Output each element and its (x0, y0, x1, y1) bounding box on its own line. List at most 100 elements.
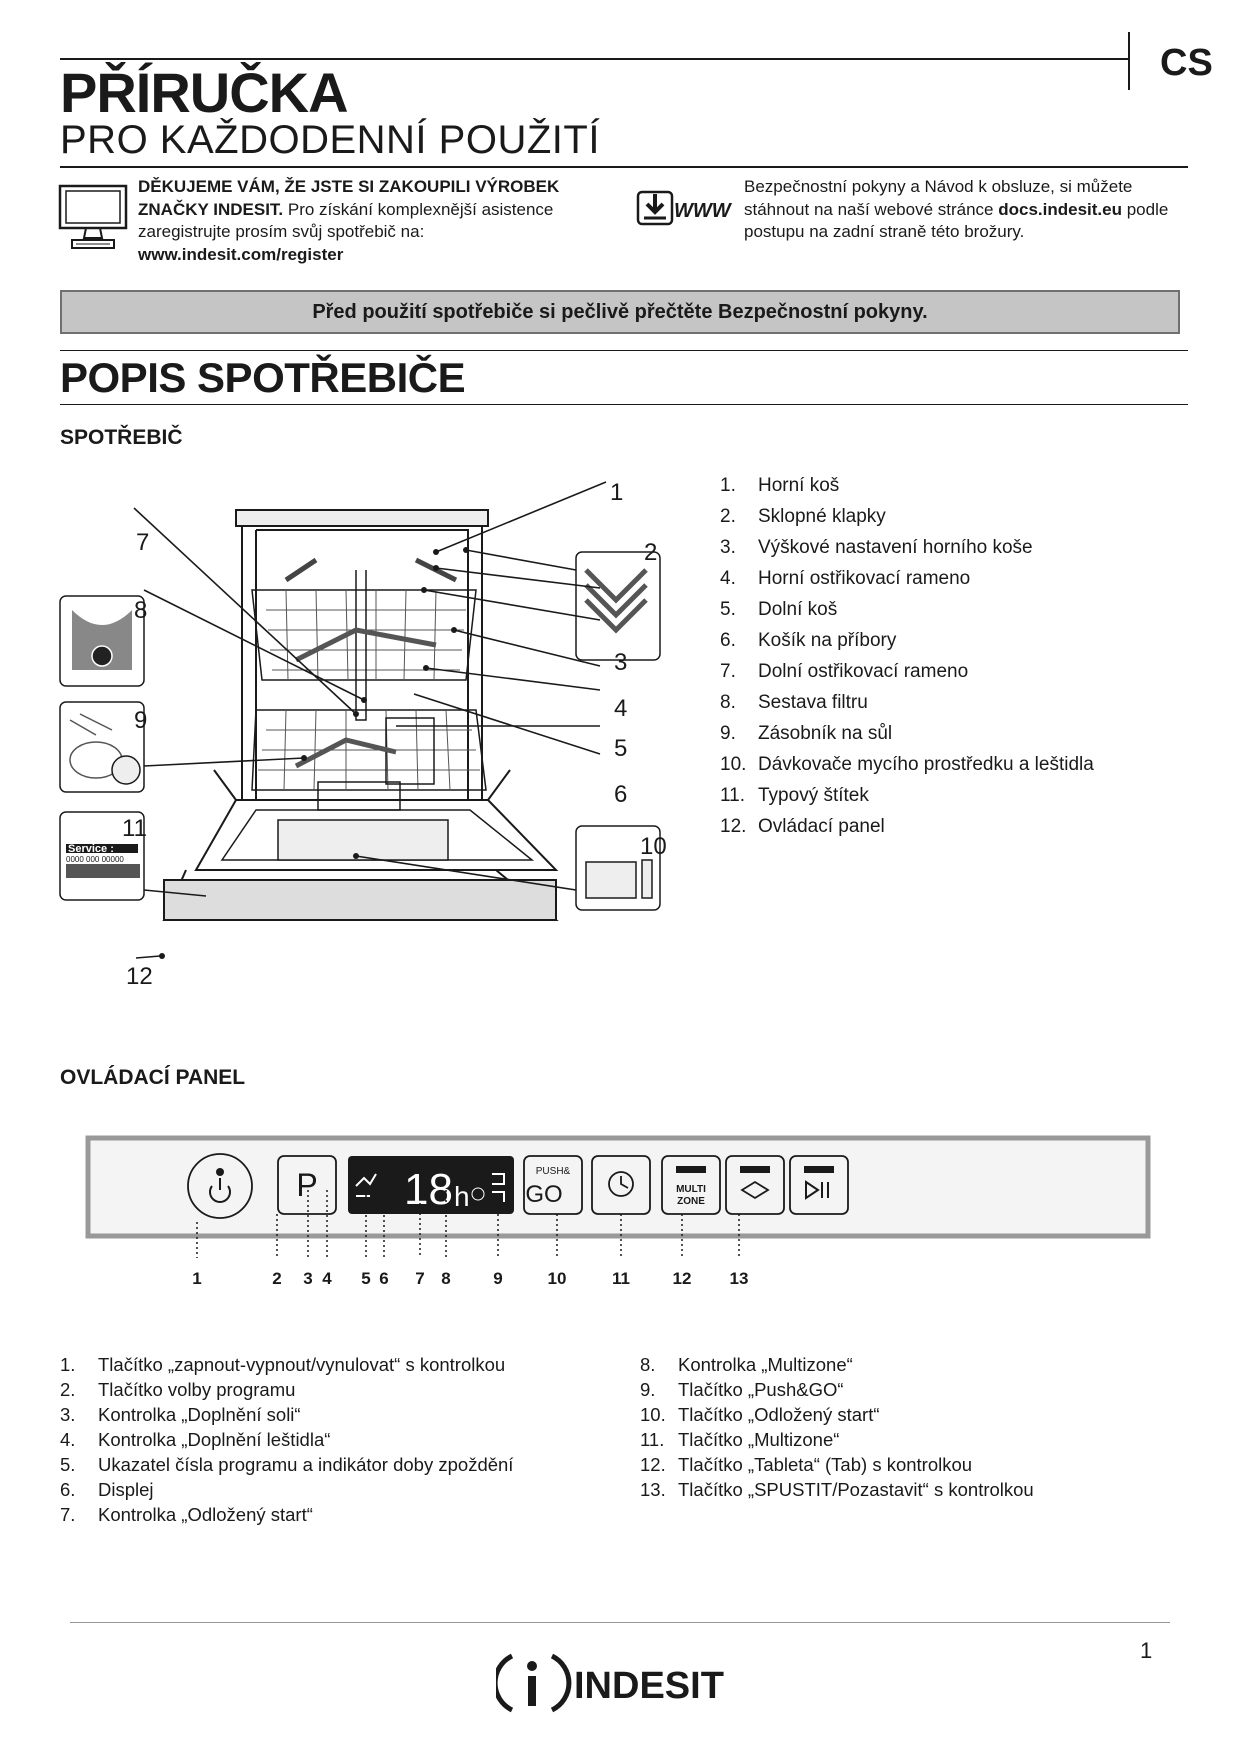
panel-callout-11: 11 (612, 1269, 630, 1288)
appliance-part-item-number: 12. (720, 816, 747, 837)
appliance-part-item: 5. Dolní koš (720, 594, 1180, 625)
appliance-part-item-text: Ovládací panel (758, 816, 885, 837)
panel-item: 13. Tlačítko „SPUSTIT/Pozastavit“ s kontr… (640, 1477, 1200, 1502)
panel-item-number: 7. (60, 1504, 76, 1525)
title-rule (60, 166, 1188, 168)
panel-item-text: Kontrolka „Doplnění soli“ (98, 1404, 301, 1425)
panel-callout-8: 8 (441, 1269, 450, 1288)
docs-link[interactable]: docs.indesit.eu (998, 199, 1122, 219)
thanks-text: DĚKUJEME VÁM, ŽE JSTE SI ZAKOUPILI VÝROB… (138, 176, 608, 266)
register-link[interactable]: www.indesit.com/register (138, 244, 344, 264)
thanks-bold: DĚKUJEME VÁM, ŽE JSTE SI ZAKOUPILI VÝROB… (138, 177, 560, 219)
appliance-part-item: 3. Výškové nastavení horního koše (720, 532, 1180, 563)
panel-item-text: Kontrolka „Odložený start“ (98, 1504, 313, 1525)
www-label: WWW (674, 200, 733, 222)
panel-item-number: 3. (60, 1404, 76, 1425)
thanks-body: Pro získání komplexnější asistence zareg… (138, 199, 554, 242)
appliance-part-item-text: Sklopné klapky (758, 506, 886, 527)
callout-6: 6 (614, 781, 627, 808)
callout-10: 10 (640, 833, 667, 860)
service-label: Service : (68, 843, 114, 855)
panel-callout-7: 7 (415, 1269, 424, 1288)
appliance-part-item: 6.Košík na příbory (720, 625, 1180, 656)
appliance-part-item-number: 5. (720, 599, 736, 620)
callout-11: 11 (122, 815, 147, 842)
appliance-part-item: 7.Dolní ostřikovací rameno (720, 656, 1180, 687)
callout-9: 9 (134, 707, 147, 734)
panel-item-text: Tlačítko „SPUSTIT/Pozastavit“ s kontrolk… (678, 1479, 1034, 1500)
display-digits: 18 (404, 1165, 453, 1214)
panel-callout-6: 6 (379, 1269, 388, 1288)
play-pause-icon (805, 1180, 829, 1200)
appliance-part-item-text: Košík na příbory (758, 630, 897, 651)
display-unit: h (454, 1181, 470, 1212)
callout-3: 3 (614, 649, 627, 676)
appliance-part-item: 12. Ovládací panel (720, 811, 1180, 842)
panel-item-number: 11. (640, 1429, 665, 1450)
panel-callout-10: 10 (548, 1269, 567, 1288)
multizone-label-2: ZONE (677, 1196, 705, 1207)
power-led (216, 1168, 224, 1176)
control-panel-heading: OVLÁDACÍ PANEL (60, 1066, 246, 1089)
appliance-part-item-text: Dávkovače mycího prostředku a leštidla (758, 754, 1094, 775)
appliance-part-item-text: Výškové nastavení horního koše (758, 537, 1033, 558)
tablet-led (740, 1166, 770, 1173)
panel-callout-1: 1 (192, 1269, 201, 1288)
appliance-part-item: 2.Sklopné klapky (720, 501, 1180, 532)
panel-list-right: 8.Kontrolka „Multizone“9.Tlačítko „Push&… (640, 1352, 1200, 1502)
appliance-part-item-text: Horní ostřikovací rameno (758, 568, 971, 589)
delay-start-icon (608, 1171, 634, 1197)
appliance-part-item: 10. Dávkovače mycího prostředku a leštidl… (720, 749, 1180, 780)
panel-item-text: Ukazatel čísla programu a indikátor doby… (98, 1454, 514, 1475)
panel-item-number: 2. (60, 1379, 76, 1400)
panel-item-text: Tlačítko volby programu (98, 1379, 296, 1400)
panel-item-text: Tlačítko „Tableta“ (Tab) s kontrolkou (678, 1454, 973, 1475)
callout-7: 7 (136, 529, 149, 556)
panel-item: 3. Kontrolka „Doplnění soli“ (60, 1402, 620, 1427)
panel-item: 4. Kontrolka „Doplnění leštidla“ (60, 1427, 620, 1452)
start-led (804, 1166, 834, 1173)
callout-4: 4 (614, 695, 627, 722)
appliance-part-item-text: Typový štítek (758, 785, 869, 806)
power-icon (209, 1178, 231, 1203)
panel-item-text: Displej (98, 1479, 154, 1500)
display (348, 1156, 514, 1214)
download-text-part1: Bezpečnostní pokyny a Návod k obsluze, s… (744, 177, 1133, 219)
panel-item-number: 9. (640, 1379, 656, 1400)
panel-callout-12: 12 (673, 1269, 692, 1288)
appliance-part-item: 11.Typový štítek (720, 780, 1180, 811)
page-subtitle: PRO KAŽDODENNÍ POUŽITÍ (60, 118, 600, 162)
panel-item-text: Kontrolka „Doplnění leštidla“ (98, 1429, 331, 1450)
footer-rule (70, 1622, 1170, 1623)
panel-item-number: 4. (60, 1429, 76, 1450)
appliance-part-item-text: Dolní koš (758, 599, 838, 620)
page-number: 1 (1140, 1638, 1153, 1663)
panel-callout-4: 4 (322, 1269, 332, 1288)
callout-1: 1 (610, 479, 623, 506)
panel-item: 2. Tlačítko volby programu (60, 1377, 620, 1402)
panel-item-number: 13. (640, 1479, 666, 1500)
appliance-part-item-text: Zásobník na sůl (758, 723, 893, 744)
panel-item-number: 5. (60, 1454, 76, 1475)
indesit-logo: INDESIT (496, 1653, 724, 1713)
panel-item-text: Tlačítko „zapnout-vypnout/vynulovat“ s k… (98, 1354, 506, 1375)
panel-item: 1. Tlačítko „zapnout-vypnout/vynulovat“ s… (60, 1352, 620, 1377)
panel-callout-3: 3 (303, 1269, 312, 1288)
language-code: CS (1160, 42, 1213, 84)
appliance-part-item-number: 3. (720, 537, 736, 558)
callout-12: 12 (126, 963, 153, 990)
panel-item-text: Tlačítko „Multizone“ (678, 1429, 840, 1450)
panel-item-text: Tlačítko „Odložený start“ (678, 1404, 880, 1425)
callout-8: 8 (134, 597, 147, 624)
panel-item-number: 1. (60, 1354, 76, 1375)
brand-name: INDESIT (574, 1665, 724, 1707)
appliance-part-item-number: 8. (720, 692, 736, 713)
download-icon: WWW (636, 190, 733, 226)
multizone-led (676, 1166, 706, 1173)
panel-item: 6.Displej (60, 1477, 620, 1502)
program-button-label: P (296, 1167, 317, 1203)
appliance-part-item: 8.Sestava filtru (720, 687, 1180, 718)
panel-item-number: 8. (640, 1354, 656, 1375)
appliance-part-item-number: 10. (720, 754, 747, 775)
top-rule (60, 58, 1128, 60)
